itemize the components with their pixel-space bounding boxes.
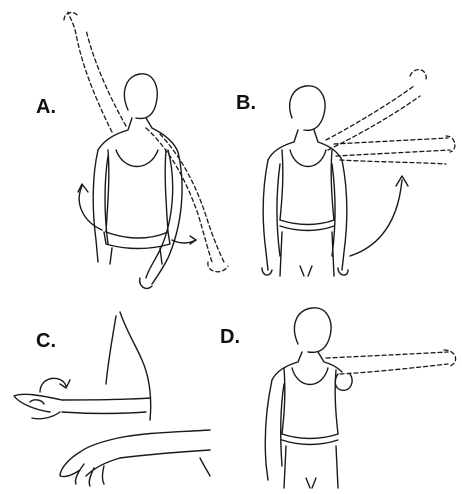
panel-b-label: B. bbox=[236, 92, 256, 115]
panel-a-figure bbox=[64, 12, 228, 288]
panel-d-figure bbox=[265, 308, 455, 488]
panel-d-label: D. bbox=[220, 326, 240, 349]
panel-b-figure bbox=[262, 70, 455, 276]
panel-c-label: C. bbox=[36, 330, 56, 353]
panel-a-label: A. bbox=[36, 96, 56, 119]
